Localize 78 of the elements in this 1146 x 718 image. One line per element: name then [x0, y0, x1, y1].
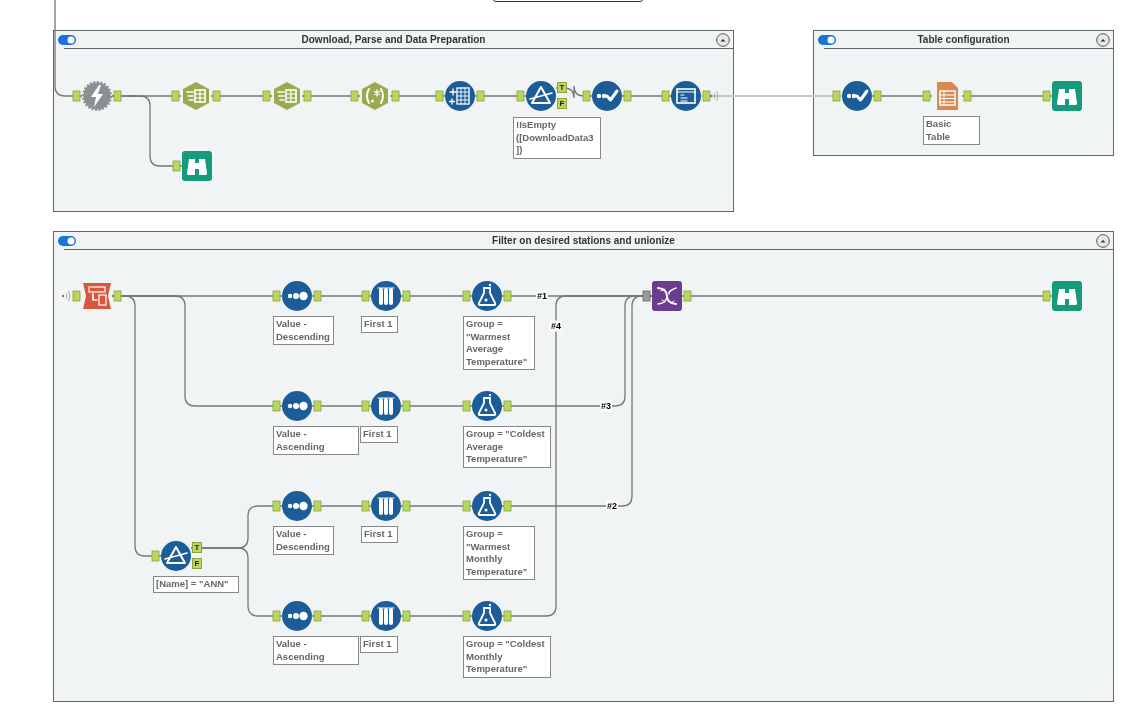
annotation-note: First 1: [361, 316, 398, 333]
output-anchor: F: [557, 98, 567, 109]
annotation-note: Group = "Coldest Monthly Temperature": [463, 636, 551, 678]
lightning-gear-icon: [82, 81, 112, 111]
dna-helix-icon: [652, 281, 682, 311]
filter-prism-icon: [161, 541, 191, 571]
binoculars-icon: [1052, 281, 1082, 311]
connector-line: [311, 405, 372, 407]
test-tubes-icon: [371, 601, 401, 631]
edge-label: #2: [606, 500, 618, 512]
connector-line: [389, 95, 446, 97]
annotation-note: Value - Descending: [273, 526, 334, 555]
dots-icon: [282, 491, 312, 521]
binoculars-icon: [182, 151, 212, 181]
connector-line: [621, 95, 672, 97]
annotation-note: [Name] = "ANN": [153, 576, 239, 593]
annotation-note: First 1: [361, 526, 398, 543]
dots-icon: [282, 391, 312, 421]
annotation-note: !IsEmpty ([DownloadData3 ]): [513, 117, 601, 159]
connector-line: [681, 295, 1053, 297]
edge-label: #3: [600, 400, 612, 412]
connector-line: [190, 547, 283, 617]
connector-line: [400, 505, 473, 507]
tool-container: [813, 30, 1114, 156]
tool-container: [53, 30, 734, 212]
output-anchor: F: [192, 558, 202, 569]
dots-icon: [282, 281, 312, 311]
annotation-note: Value - Ascending: [273, 426, 359, 455]
connector-line: [961, 95, 1053, 97]
connector-line: [210, 95, 273, 97]
connector-line: [54, 0, 83, 97]
annotation-note: Group = "Warmest Average Temperature": [463, 316, 535, 370]
annotation-note: First 1: [360, 636, 398, 653]
connector-line: [555, 85, 593, 99]
annotation-note: Group = "Warmest Monthly Temperature": [463, 526, 535, 580]
annotation-note: First 1: [360, 426, 398, 443]
table-input-icon: [82, 281, 112, 311]
connector-line: [400, 615, 473, 617]
test-tubes-icon: [371, 281, 401, 311]
hexagon-table-icon: [181, 81, 211, 111]
connector-line: [400, 405, 473, 407]
output-anchor: T: [557, 82, 567, 93]
container-header: Filter on desired stations and unionize: [54, 232, 1113, 250]
connector-line: [700, 95, 843, 97]
edge-label: #1: [536, 290, 548, 302]
output-anchor: T: [192, 542, 202, 553]
edge-label: #4: [550, 320, 562, 332]
flask-icon: [472, 281, 502, 311]
hexagon-table-icon: [272, 81, 302, 111]
connector-line: [311, 615, 372, 617]
connector-line: [400, 295, 473, 297]
annotation-note: Group = "Coldest Average Temperature": [463, 426, 551, 468]
connector-line: [301, 95, 361, 97]
flask-icon: [472, 391, 502, 421]
tool-container: [53, 231, 1114, 702]
regex-hexagon-icon: [360, 81, 390, 111]
dots-icon: [282, 601, 312, 631]
connector-line: [311, 505, 372, 507]
test-tubes-icon: [371, 491, 401, 521]
dots-check-icon: [592, 81, 622, 111]
container-header: Table configuration: [814, 31, 1113, 49]
flask-icon: [472, 491, 502, 521]
connector-line: [311, 295, 372, 297]
annotation-note: Value - Ascending: [273, 636, 359, 665]
connector-line: [474, 95, 527, 97]
grid-sparkle-icon: [445, 81, 475, 111]
test-tubes-icon: [371, 391, 401, 421]
annotation-note: Basic Table: [923, 116, 980, 145]
filter-prism-icon: [526, 81, 556, 111]
annotation-note: Value - Descending: [273, 316, 334, 345]
connector-line: [871, 95, 933, 97]
connector-line: [111, 95, 183, 167]
connector-line: [111, 295, 162, 557]
flask-icon: [472, 601, 502, 631]
binoculars-icon: [1052, 81, 1082, 111]
dots-check-icon: [842, 81, 872, 111]
container-header: Download, Parse and Data Preparation: [54, 31, 733, 49]
window-icon: [671, 81, 701, 111]
